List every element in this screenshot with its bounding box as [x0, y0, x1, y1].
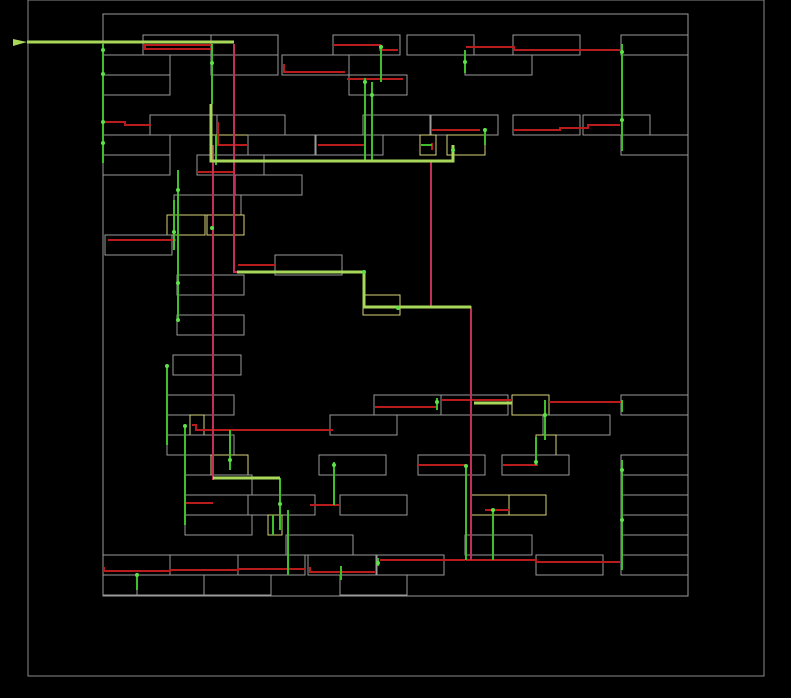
- cell[interactable]: [169, 554, 239, 576]
- cell[interactable]: [216, 114, 286, 136]
- cell[interactable]: [512, 34, 581, 56]
- cell[interactable]: [234, 174, 303, 196]
- cell[interactable]: [237, 554, 306, 576]
- cell[interactable]: [102, 134, 171, 156]
- cell[interactable]: [620, 534, 689, 556]
- cell[interactable]: [373, 394, 442, 416]
- cell[interactable]: [172, 354, 242, 376]
- cell[interactable]: [176, 314, 245, 336]
- highlighted-cell[interactable]: [419, 134, 437, 156]
- cell[interactable]: [196, 154, 265, 176]
- core-boundary: [102, 13, 689, 597]
- cell[interactable]: [102, 74, 171, 96]
- cell[interactable]: [620, 34, 689, 56]
- cell[interactable]: [203, 574, 272, 596]
- cell[interactable]: [376, 554, 445, 576]
- routed-nets-lime: [27, 40, 512, 480]
- cell[interactable]: [362, 114, 431, 136]
- cell[interactable]: [542, 414, 611, 436]
- cell[interactable]: [406, 34, 475, 56]
- cell[interactable]: [102, 574, 138, 596]
- cell[interactable]: [339, 574, 408, 596]
- cell[interactable]: [136, 574, 205, 596]
- cell[interactable]: [582, 114, 651, 136]
- cell[interactable]: [620, 394, 689, 416]
- cell[interactable]: [339, 494, 408, 516]
- cell[interactable]: [348, 74, 408, 96]
- cell[interactable]: [247, 134, 316, 156]
- cell[interactable]: [285, 534, 354, 556]
- cell[interactable]: [620, 474, 689, 496]
- cell[interactable]: [210, 34, 279, 56]
- highlighted-cell[interactable]: [362, 294, 401, 316]
- cell[interactable]: [464, 534, 533, 556]
- highlighted-cell[interactable]: [267, 514, 283, 536]
- routed-nets-red: [103, 44, 621, 573]
- highlighted-cell[interactable]: [508, 494, 547, 516]
- cell[interactable]: [102, 154, 171, 176]
- die-boundary: [27, 0, 765, 677]
- cell[interactable]: [166, 434, 235, 456]
- cell[interactable]: [620, 514, 689, 536]
- highlighted-cell[interactable]: [470, 494, 510, 516]
- cell[interactable]: [173, 194, 242, 216]
- cell[interactable]: [620, 494, 689, 516]
- cell[interactable]: [281, 54, 350, 76]
- cell[interactable]: [535, 554, 604, 576]
- cell[interactable]: [620, 454, 689, 476]
- input-pin-icon[interactable]: [13, 39, 27, 46]
- cell[interactable]: [430, 114, 499, 136]
- cell[interactable]: [318, 454, 387, 476]
- cell[interactable]: [512, 114, 581, 136]
- pins: [101, 45, 624, 577]
- highlighted-cell[interactable]: [206, 214, 245, 236]
- cell[interactable]: [464, 54, 533, 76]
- cell[interactable]: [104, 234, 173, 256]
- cell[interactable]: [184, 514, 253, 536]
- standard-cells: [102, 34, 689, 596]
- cell[interactable]: [315, 134, 384, 156]
- cell[interactable]: [329, 414, 398, 436]
- cell[interactable]: [176, 274, 245, 296]
- cell[interactable]: [149, 114, 218, 136]
- cell[interactable]: [166, 394, 235, 416]
- cell[interactable]: [620, 554, 689, 576]
- cell[interactable]: [210, 54, 279, 76]
- cell[interactable]: [620, 134, 689, 156]
- cell[interactable]: [332, 34, 401, 56]
- cell[interactable]: [440, 394, 509, 416]
- highlighted-cell[interactable]: [166, 214, 206, 236]
- highlighted-cell[interactable]: [511, 394, 550, 416]
- cell[interactable]: [102, 54, 171, 76]
